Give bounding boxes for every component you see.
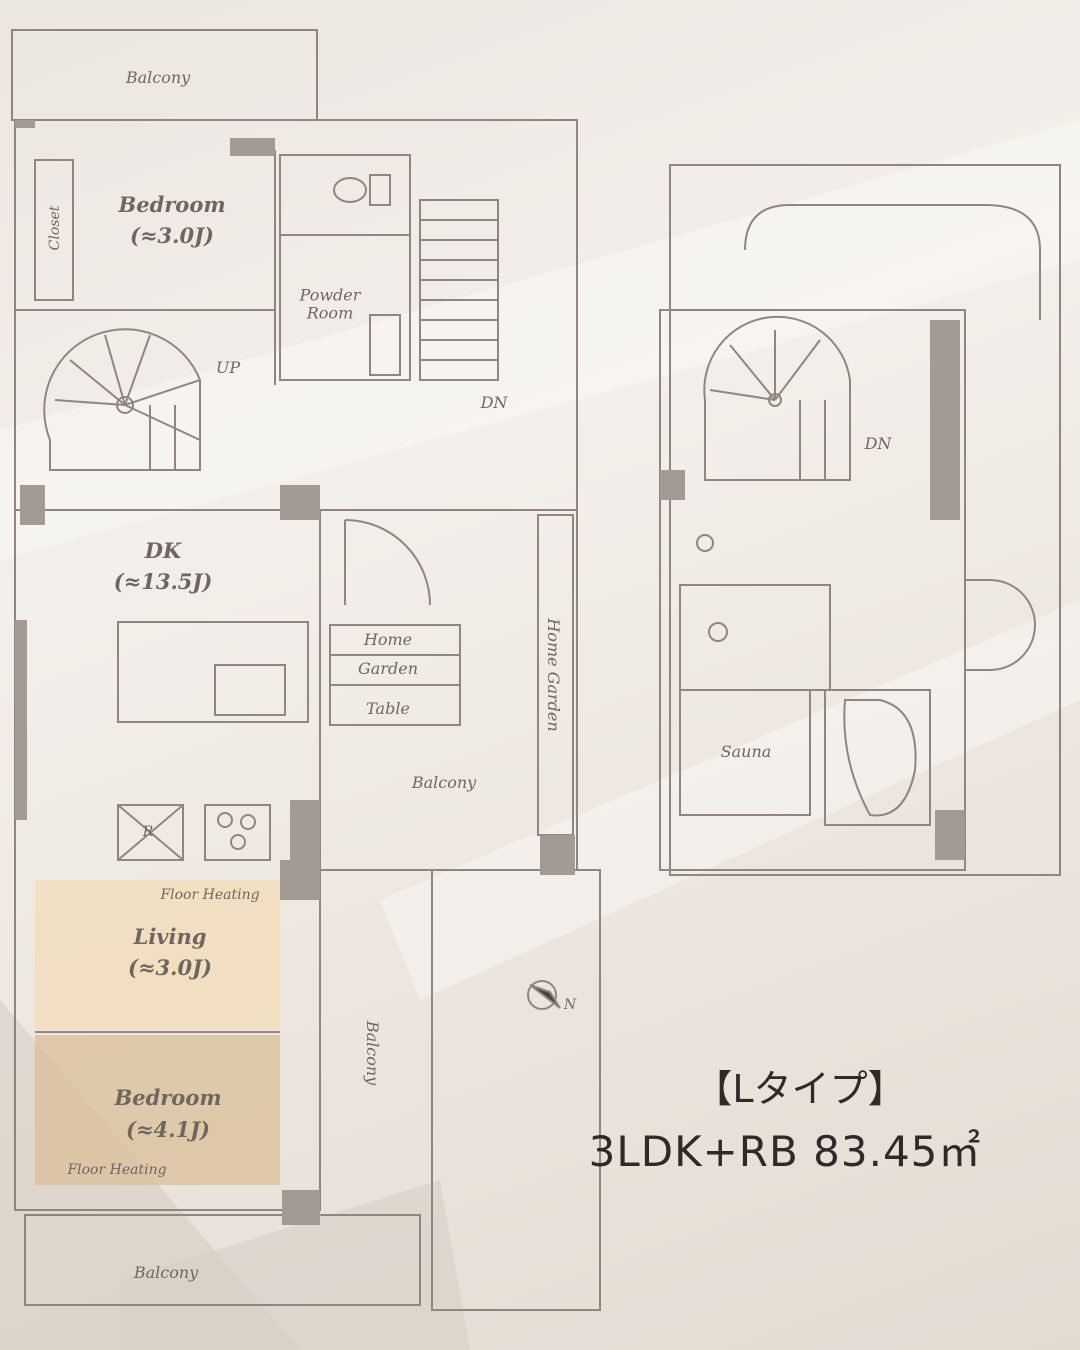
bathtub (824, 689, 931, 826)
refrigerator (117, 804, 184, 861)
bedroom1-size: (≈3.0J) (130, 222, 214, 248)
living-size: (≈3.0J) (128, 954, 212, 980)
living-name: Living (133, 923, 207, 949)
floor-heating-2-label: Floor Heating (67, 1161, 167, 1178)
closet (34, 159, 74, 301)
balcony-bottom-label: Balcony (133, 1262, 199, 1282)
home-garden-table-line1: Home (363, 629, 413, 649)
floor-heating-1-label: Floor Heating (160, 886, 260, 903)
up-label: UP (215, 357, 241, 377)
balcony-side-label: Balcony (363, 1020, 383, 1086)
unit-type-title: 【Lタイプ】 (694, 1067, 906, 1111)
home-garden-table-line3: Table (366, 698, 410, 718)
home-garden-table-line2: Garden (358, 658, 418, 678)
balcony-top-label: Balcony (125, 67, 191, 87)
dn1-label: DN (480, 392, 508, 412)
compass-n-label: N (563, 996, 577, 1013)
living-area (35, 880, 280, 1030)
spiral-stair-1 (43, 328, 201, 471)
sauna (679, 689, 811, 816)
closet-label: Closet (46, 205, 63, 251)
balcony-bottom (24, 1214, 421, 1306)
home-garden-label: Home Garden (544, 618, 564, 732)
dk-name: DK (144, 537, 182, 563)
unit-spec: 3LDK+RB 83.45㎡ (588, 1127, 982, 1176)
dn2-label: DN (864, 433, 892, 453)
floor2-outline (669, 164, 1061, 876)
bedroom2-size: (≈4.1J) (126, 1116, 210, 1142)
balcony-mid-label: Balcony (411, 772, 477, 792)
compass-icon (527, 980, 557, 1010)
powder-room-label: Powder Room (299, 285, 361, 323)
kitchen-counter (117, 621, 309, 723)
spiral-stair-2 (703, 315, 851, 481)
straight-stair (419, 199, 499, 381)
bedroom1-name: Bedroom (118, 191, 226, 217)
home-garden-table (329, 624, 461, 726)
bedroom2-area (35, 1035, 280, 1185)
dk-size: (≈13.5J) (113, 568, 213, 594)
stove (204, 804, 271, 861)
refrigerator-label: R (142, 823, 154, 840)
sauna-label: Sauna (720, 741, 772, 761)
bedroom2-name: Bedroom (114, 1084, 222, 1110)
